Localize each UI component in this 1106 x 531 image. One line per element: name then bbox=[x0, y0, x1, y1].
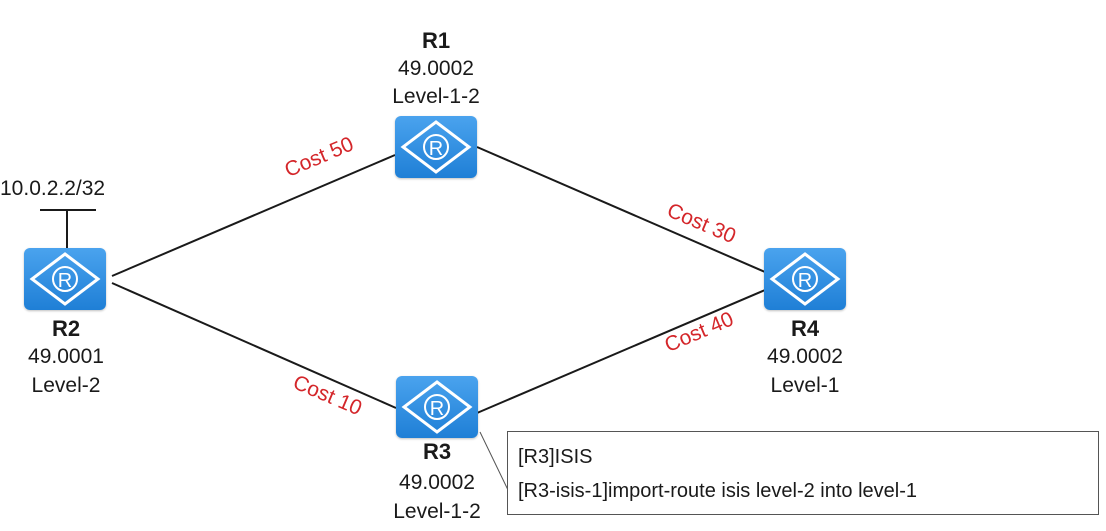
r3-area: 49.0002 bbox=[399, 471, 475, 494]
link-r2-r3 bbox=[111, 282, 397, 409]
r2-name: R2 bbox=[51, 316, 81, 341]
router-r2-icon[interactable]: R bbox=[24, 248, 106, 310]
router-r4-icon[interactable]: R bbox=[764, 248, 846, 310]
r1-area: 49.0002 bbox=[398, 57, 474, 80]
svg-text:R: R bbox=[430, 398, 444, 420]
r1-level: Level-1-2 bbox=[392, 85, 480, 108]
router-r3-icon[interactable]: R bbox=[396, 376, 478, 438]
r3-name: R3 bbox=[422, 439, 452, 464]
r2-area: 49.0001 bbox=[28, 345, 104, 368]
r3-level: Level-1-2 bbox=[393, 500, 481, 523]
config-callout: [R3]ISIS [R3-isis-1]import-route isis le… bbox=[507, 431, 1099, 515]
r4-name: R4 bbox=[790, 316, 820, 341]
callout-pointer bbox=[479, 431, 509, 491]
r2-loopback: 10.0.2.2/32 bbox=[0, 177, 106, 200]
r1-name: R1 bbox=[421, 28, 451, 53]
r4-area: 49.0002 bbox=[767, 345, 843, 368]
svg-text:R: R bbox=[58, 270, 72, 292]
callout-line-1: [R3]ISIS bbox=[518, 446, 593, 468]
svg-text:R: R bbox=[798, 270, 812, 292]
r4-level: Level-1 bbox=[770, 374, 840, 397]
svg-text:R: R bbox=[429, 138, 443, 160]
link-r1-r4 bbox=[476, 146, 766, 273]
callout-line-2: [R3-isis-1]import-route isis level-2 int… bbox=[518, 480, 918, 502]
r2-level: Level-2 bbox=[31, 374, 101, 397]
router-r1-icon[interactable]: R bbox=[395, 116, 477, 178]
link-r2-r1 bbox=[111, 154, 396, 277]
link-r3-r4 bbox=[476, 289, 766, 414]
